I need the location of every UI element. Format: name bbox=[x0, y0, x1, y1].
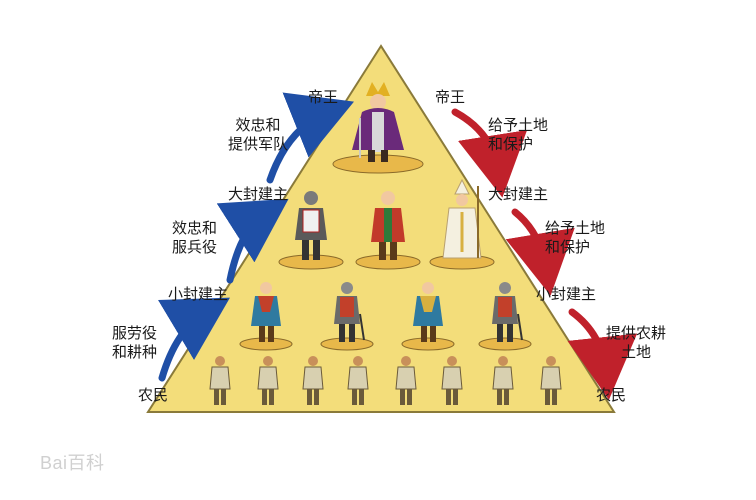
grant-mid-line-1: 给予土地 bbox=[545, 219, 606, 237]
watermark: Bai百科 bbox=[40, 453, 105, 473]
right-grant-mid-label: 给予土地 和保护 bbox=[545, 219, 605, 257]
lord-icon bbox=[413, 282, 443, 342]
left-duty-top-label: 效忠和 提供军队 bbox=[228, 116, 288, 154]
right-emperor-label: 帝王 bbox=[435, 88, 466, 106]
peasant-icon bbox=[347, 356, 369, 405]
knight-icon bbox=[295, 191, 327, 260]
peasant-icon bbox=[540, 356, 562, 405]
left-small-lord-label: 小封建主 bbox=[168, 285, 229, 303]
peasant-icon bbox=[302, 356, 324, 405]
peasant-icon bbox=[441, 356, 463, 405]
grant-low-line-1: 提供农耕 bbox=[606, 324, 667, 342]
left-duty-low-label: 服劳役 和耕种 bbox=[112, 324, 157, 362]
grant-top-line-2: 和保护 bbox=[488, 135, 534, 153]
peasant-icon bbox=[492, 356, 514, 405]
right-peasant-label: 农民 bbox=[596, 386, 627, 404]
left-emperor-label: 帝王 bbox=[308, 88, 339, 106]
right-grant-low-label: 提供农耕 土地 bbox=[606, 324, 666, 362]
left-peasant-label: 农民 bbox=[138, 386, 169, 404]
arrow-up-top bbox=[266, 92, 354, 184]
peasant-icon bbox=[257, 356, 279, 405]
duty-top-line-2: 提供军队 bbox=[228, 135, 289, 153]
duty-mid-line-1: 效忠和 bbox=[172, 219, 218, 237]
duty-top-line-1: 效忠和 bbox=[235, 116, 281, 134]
lord-icon bbox=[371, 191, 405, 260]
arrow-down-top bbox=[451, 108, 528, 198]
duty-low-line-2: 和耕种 bbox=[112, 343, 158, 361]
right-great-lord-label: 大封建主 bbox=[488, 185, 549, 203]
grant-mid-line-2: 和保护 bbox=[545, 238, 591, 256]
duty-low-line-1: 服劳役 bbox=[112, 324, 158, 342]
arrow-down-mid bbox=[505, 208, 575, 296]
arrow-up-low bbox=[157, 297, 231, 382]
peasant-icon bbox=[209, 356, 231, 405]
left-great-lord-label: 大封建主 bbox=[228, 185, 289, 203]
right-grant-top-label: 给予土地 和保护 bbox=[488, 116, 548, 154]
peasant-icon bbox=[395, 356, 417, 405]
right-small-lord-label: 小封建主 bbox=[536, 285, 597, 303]
tier3-pedestals bbox=[239, 337, 532, 351]
knight-icon bbox=[334, 282, 365, 342]
arrow-down-low bbox=[567, 308, 638, 400]
duty-mid-line-2: 服兵役 bbox=[172, 238, 218, 256]
grant-top-line-1: 给予土地 bbox=[488, 116, 549, 134]
left-duty-mid-label: 效忠和 服兵役 bbox=[172, 219, 217, 257]
emperor-icon bbox=[352, 82, 404, 162]
lord-icon bbox=[251, 282, 281, 342]
grant-low-line-2: 土地 bbox=[621, 343, 652, 361]
emperor-pedestal bbox=[332, 154, 424, 174]
arrow-up-mid bbox=[216, 198, 289, 284]
